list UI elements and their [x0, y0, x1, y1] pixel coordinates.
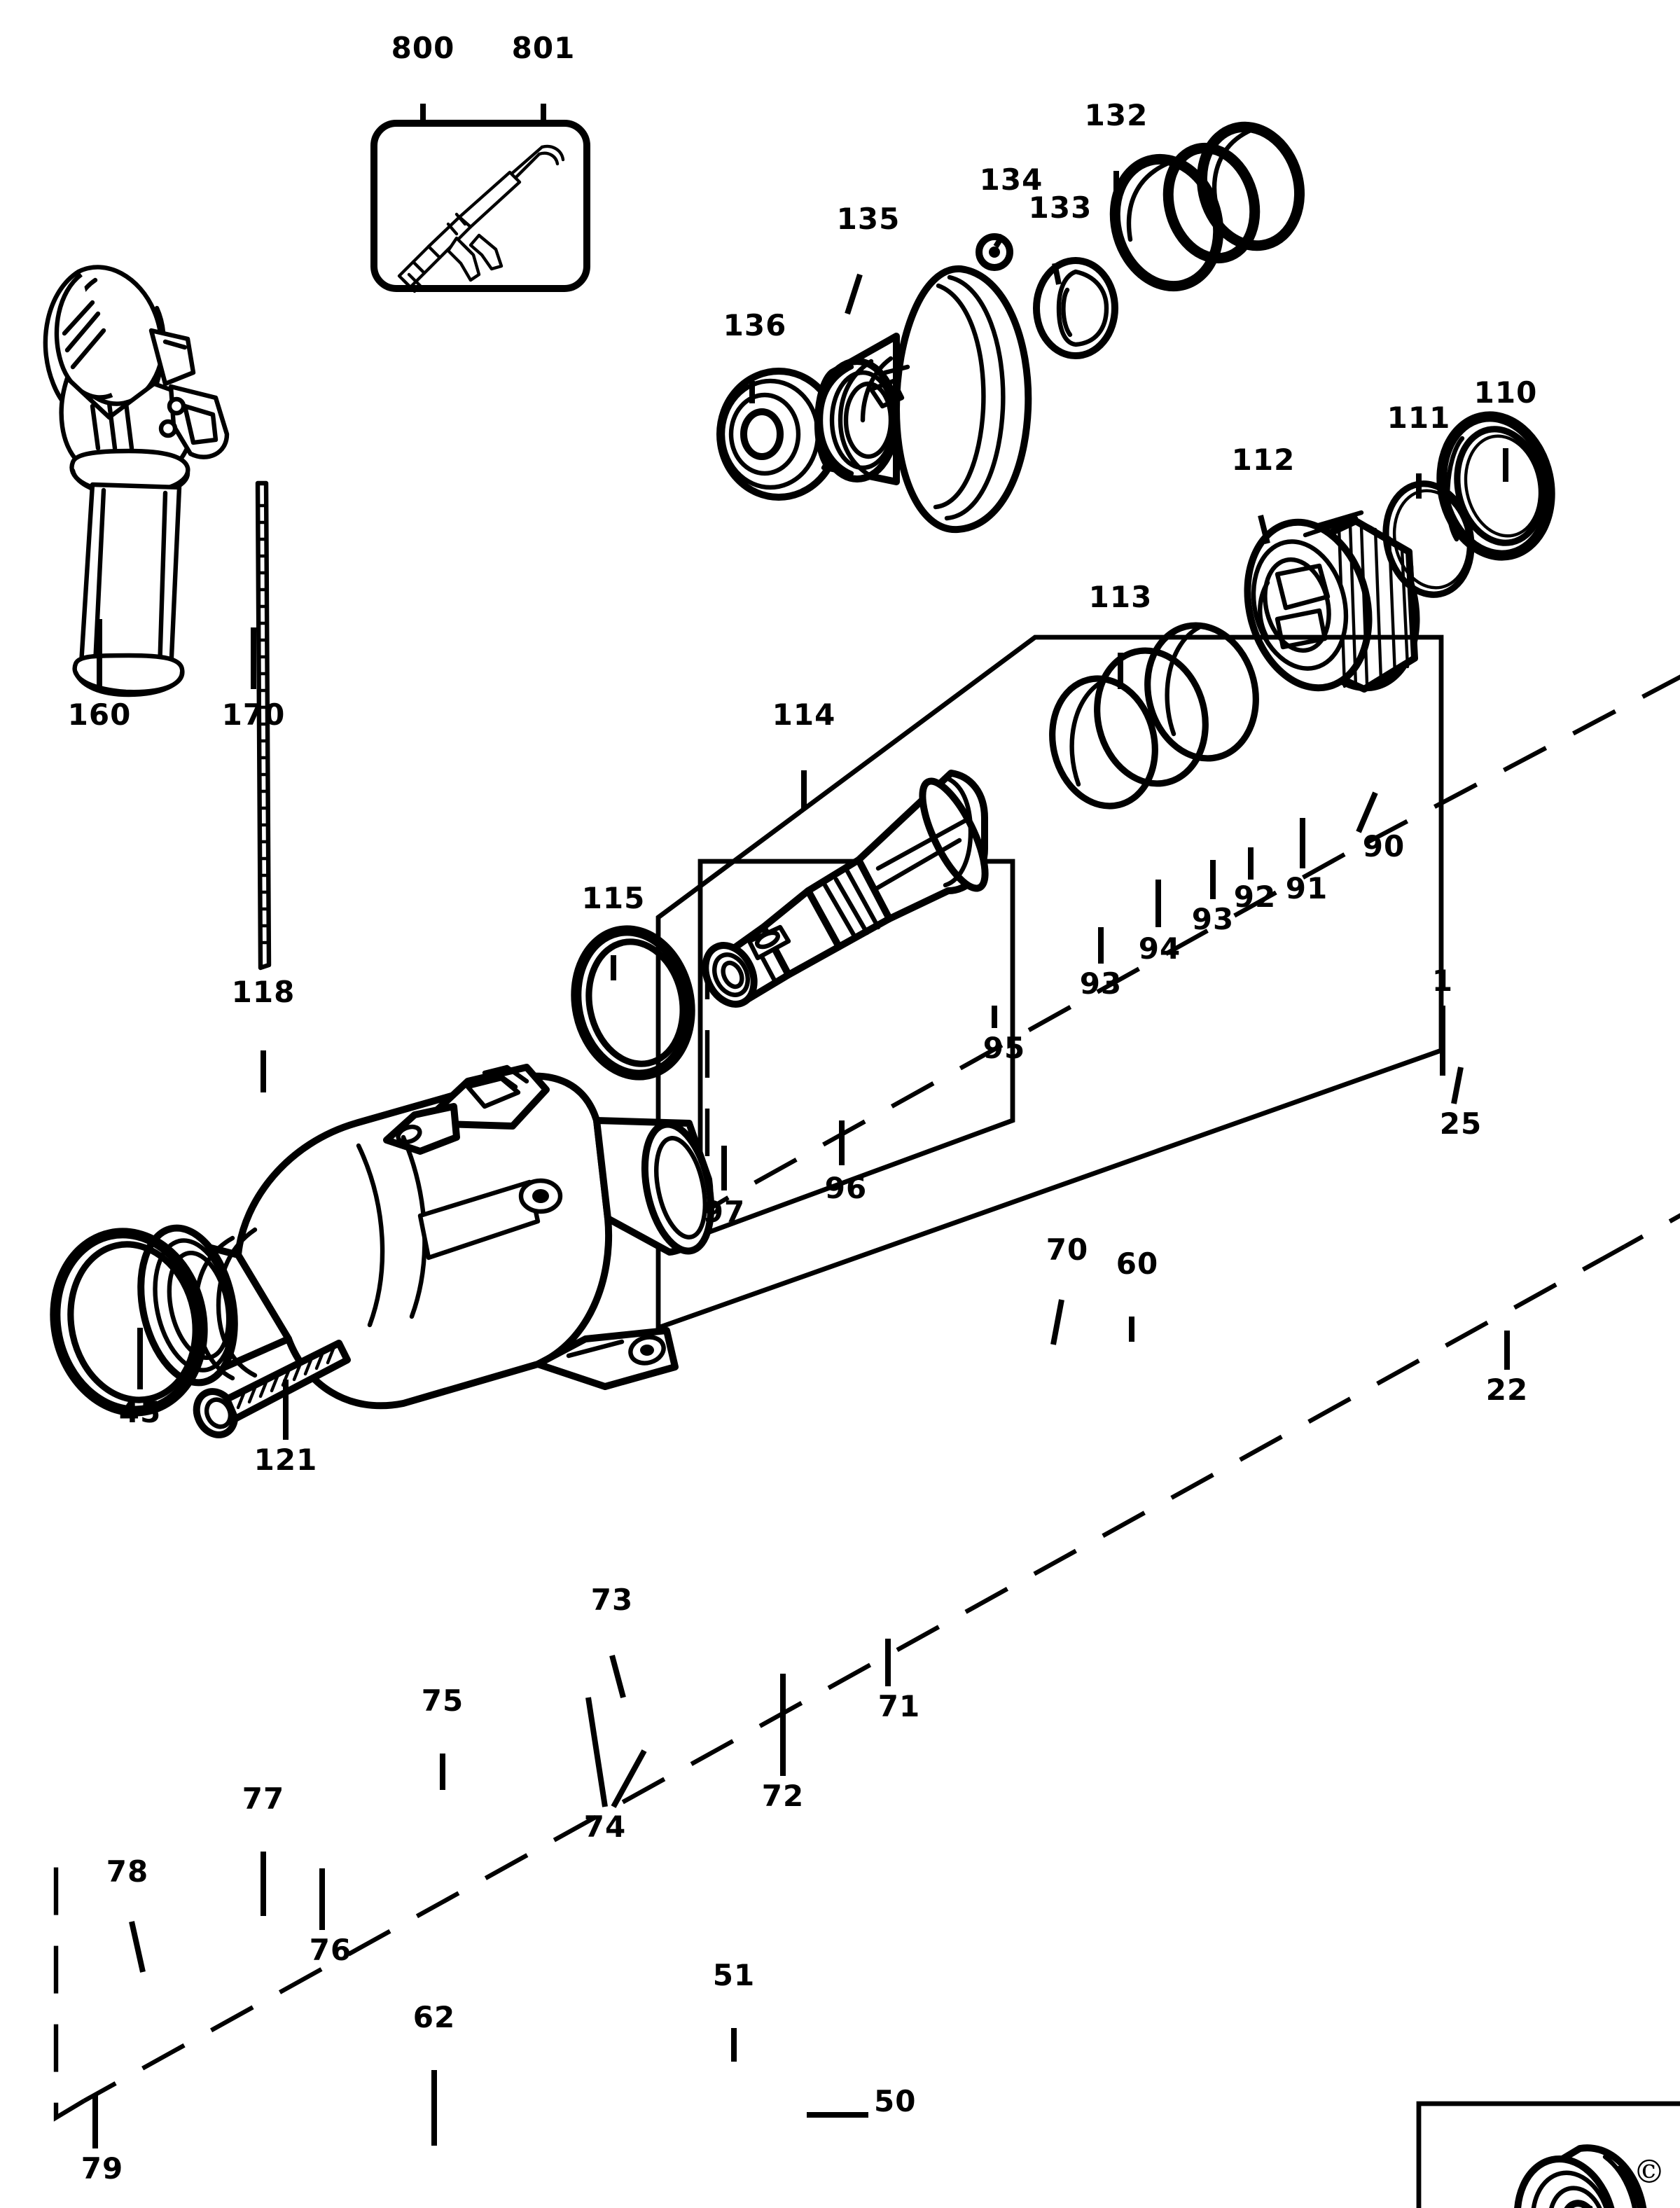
part-label-78: 78 [106, 1854, 149, 1889]
part-label-62: 62 [412, 2000, 456, 2034]
part-label-114: 114 [772, 697, 836, 732]
part-label-75: 75 [421, 1683, 464, 1718]
part-label-77: 77 [242, 1782, 285, 1816]
part-label-132: 132 [1084, 98, 1148, 132]
part-label-94: 94 [1138, 931, 1181, 966]
part-label-70: 70 [1046, 1233, 1089, 1267]
part-label-51: 51 [712, 1958, 756, 1992]
part-label-50: 50 [874, 2084, 917, 2118]
part-label-73: 73 [590, 1583, 634, 1617]
part-label-133: 133 [1028, 190, 1092, 225]
part-label-45: 45 [118, 1395, 162, 1429]
part-label-136: 136 [723, 308, 787, 342]
part-label-118: 118 [231, 975, 296, 1009]
part-label-92: 92 [1233, 880, 1277, 914]
part-label-90: 90 [1362, 829, 1405, 863]
part-label-97: 97 [702, 1195, 746, 1229]
part-label-79: 79 [81, 2151, 124, 2186]
part-label-110: 110 [1473, 375, 1538, 410]
part-label-115: 115 [581, 881, 646, 915]
part-label-801: 801 [511, 31, 576, 65]
part-label-95: 95 [983, 1031, 1026, 1065]
part-label-112: 112 [1231, 443, 1296, 477]
part-label-111: 111 [1387, 401, 1451, 435]
part-label-1: 1 [1431, 964, 1454, 998]
part-label-121: 121 [254, 1443, 318, 1477]
part-label-74: 74 [583, 1810, 627, 1844]
part-label-91: 91 [1285, 871, 1328, 905]
part-label-170: 170 [221, 697, 286, 732]
part-label-93b: 93 [1079, 966, 1123, 1001]
part-label-113: 113 [1088, 580, 1153, 614]
part-label-93a: 93 [1191, 902, 1235, 936]
part-label-60: 60 [1116, 1247, 1159, 1281]
copyright-mark: © [1633, 2153, 1665, 2190]
part-label-135: 135 [836, 202, 901, 236]
part-label-134: 134 [979, 162, 1043, 197]
part-label-71: 71 [877, 1689, 921, 1723]
part-label-96: 96 [824, 1171, 868, 1205]
part-label-22: 22 [1485, 1373, 1529, 1407]
part-label-76: 76 [309, 1933, 352, 1967]
part-label-72: 72 [761, 1779, 805, 1813]
part-label-25: 25 [1439, 1106, 1483, 1141]
part-label-800: 800 [391, 31, 455, 65]
part-label-160: 160 [67, 697, 132, 732]
